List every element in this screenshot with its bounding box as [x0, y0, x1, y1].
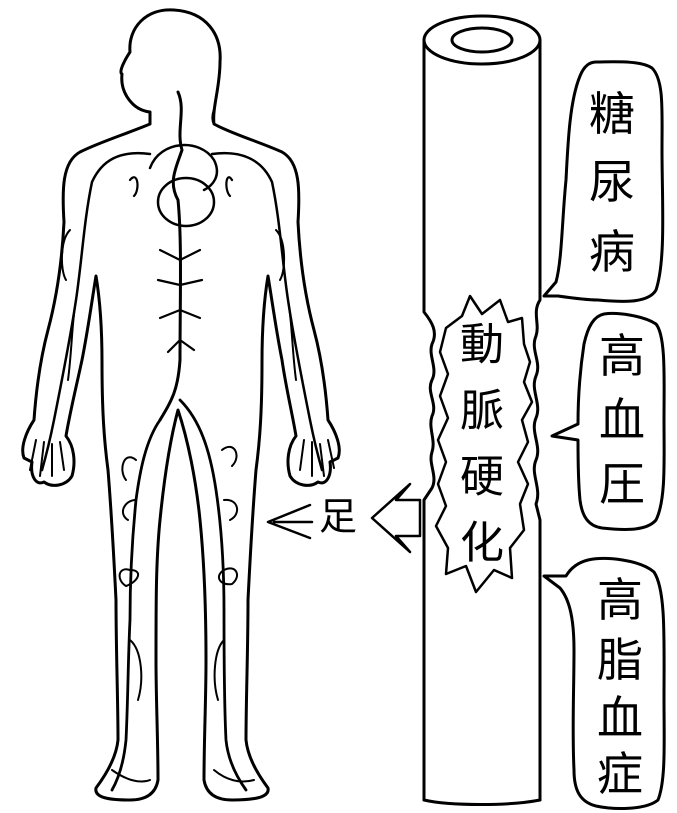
hollow-left-arrow-icon — [370, 482, 422, 554]
human-body-figure — [21, 8, 341, 802]
body-outline — [21, 8, 341, 802]
fingers — [29, 439, 335, 477]
vessel-lumen — [450, 26, 514, 54]
hypertension-char-3: 圧 — [599, 457, 645, 511]
hypertension-char-1: 高 — [599, 329, 645, 383]
hypertension-char-2: 血 — [599, 393, 645, 447]
arteriosclerosis-label: 動 脈 硬 化 — [460, 320, 504, 569]
foot-arrow: 足 — [266, 482, 422, 554]
feet-details — [111, 769, 255, 783]
small-arrow-icon — [266, 503, 314, 540]
vessel-bottom — [422, 798, 542, 806]
hyperlipidemia-char-2: 脂 — [597, 633, 643, 687]
aortic-arch — [148, 143, 219, 192]
diabetes-char-1: 糖 — [589, 87, 635, 141]
arteriosclerosis-char-3: 硬 — [460, 452, 504, 503]
blood-vessel-tube: 動 脈 硬 化 — [422, 14, 542, 806]
bubble-hyperlipidemia-outline — [542, 557, 666, 810]
artery-right-forearm-branch — [275, 229, 297, 381]
artery-left-leg — [110, 418, 162, 792]
hyperlipidemia-char-1: 高 — [597, 573, 643, 627]
bubble-hyperlipidemia: 高 脂 血 症 — [542, 557, 666, 810]
bubble-diabetes: 糖 尿 病 — [542, 60, 665, 303]
diabetes-char-2: 尿 — [589, 155, 635, 209]
artery-left-arm — [40, 151, 152, 472]
heart-icon — [156, 176, 216, 228]
vessel-top-rim — [422, 14, 542, 66]
torso-branches — [128, 176, 234, 354]
hyperlipidemia-char-3: 血 — [597, 691, 643, 745]
arteriosclerosis-char-1: 動 — [460, 320, 504, 371]
bubble-hypertension: 高 血 圧 — [550, 312, 666, 532]
hyperlipidemia-char-4: 症 — [597, 747, 643, 801]
vessel-left-wall — [422, 38, 436, 802]
leg-branches — [118, 445, 239, 701]
central-artery — [158, 90, 184, 422]
artery-right-leg — [178, 398, 248, 792]
neck-line — [148, 108, 216, 126]
diabetes-char-3: 病 — [589, 225, 635, 279]
foot-label: 足 — [319, 495, 357, 539]
bubble-hypertension-outline — [550, 312, 666, 532]
bubble-diabetes-outline — [542, 60, 665, 303]
plaque-burst — [434, 294, 534, 594]
artery-right-arm — [210, 151, 324, 472]
arteriosclerosis-char-2: 脈 — [460, 386, 504, 437]
arteriosclerosis-char-4: 化 — [460, 518, 504, 569]
vessel-right-wall — [532, 38, 542, 802]
artery-left-forearm-branch — [60, 229, 77, 381]
